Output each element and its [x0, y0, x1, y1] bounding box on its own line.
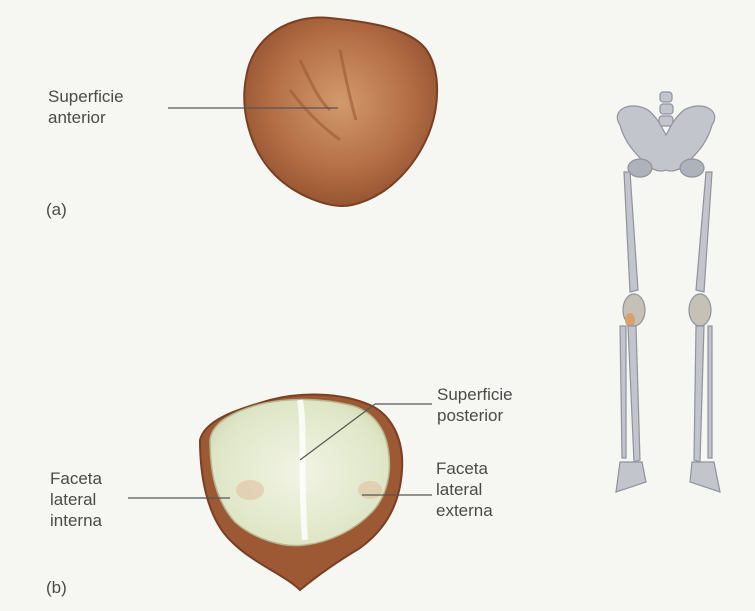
- panel-letter-b: (b): [46, 578, 67, 598]
- patella-anterior-view: [244, 18, 437, 206]
- patella-posterior-view: [200, 395, 402, 590]
- label-superficie-posterior: Superficie posterior: [437, 384, 513, 426]
- label-faceta-lateral-interna: Faceta lateral interna: [50, 468, 102, 531]
- lower-limb-skeleton-icon: [616, 92, 720, 492]
- panel-letter-a: (a): [46, 200, 67, 220]
- label-superficie-anterior: Superficie anterior: [48, 86, 124, 128]
- label-faceta-lateral-externa: Faceta lateral externa: [436, 458, 493, 521]
